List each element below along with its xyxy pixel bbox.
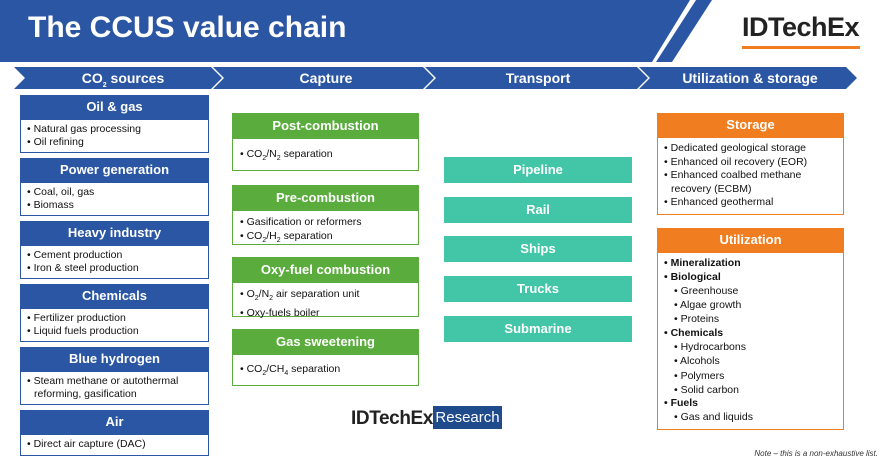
stage-utilization-storage: Utilization & storage — [682, 70, 818, 86]
list-item: • Algae growth — [674, 299, 742, 312]
source-blue-hydrogen: Blue hydrogen • Steam methane or autothe… — [20, 347, 209, 405]
list-item: • Mineralization — [664, 257, 741, 269]
source-chemicals: Chemicals • Fertilizer production • Liqu… — [20, 284, 209, 342]
list-item: • CO2/H2 separation — [240, 230, 333, 245]
list-item: reforming, gasification — [34, 388, 137, 400]
source-title: Power generation — [20, 158, 209, 182]
idtechex-research-logo: IDTechEx — [351, 408, 433, 429]
list-item: • Liquid fuels production — [27, 325, 139, 337]
capture-pre-combustion: Pre-combustion • Gasification or reforme… — [232, 185, 419, 245]
capture-title: Post-combustion — [232, 113, 419, 138]
list-item: recovery (ECBM) — [671, 182, 752, 195]
list-item: • Enhanced oil recovery (EOR) — [664, 155, 808, 168]
capture-title: Pre-combustion — [232, 185, 419, 210]
list-item: • Dedicated geological storage — [664, 142, 807, 154]
capture-title: Oxy-fuel combustion — [232, 257, 419, 282]
storage-items: • Dedicated geological storage • Enhance… — [657, 137, 844, 215]
list-item: • Biomass — [27, 199, 74, 211]
source-title: Chemicals — [20, 284, 209, 308]
stage-sources-co: CO — [81, 70, 103, 86]
transport-pipeline: Pipeline — [444, 157, 632, 183]
list-item: • Oxy-fuels boiler — [240, 307, 320, 320]
list-item: • CO2/N2 separation — [240, 148, 333, 163]
source-oil-gas: Oil & gas • Natural gas processing • Oil… — [20, 95, 209, 153]
source-title: Oil & gas — [20, 95, 209, 119]
capture-items: • CO2/CH4 separation — [232, 354, 419, 386]
list-item: • Cement production — [27, 249, 123, 261]
source-power-generation: Power generation • Coal, oil, gas • Biom… — [20, 158, 209, 216]
list-item: • Greenhouse — [674, 285, 739, 297]
stage-chevron-bar — [14, 67, 857, 89]
list-item: • Iron & steel production — [27, 262, 139, 274]
logo-underline — [742, 46, 860, 49]
list-item: • O2/N2 air separation unit — [240, 288, 360, 303]
stage-capture: Capture — [299, 70, 353, 86]
list-item: • Coal, oil, gas — [27, 186, 95, 198]
list-item: • Direct air capture (DAC) — [27, 438, 146, 450]
research-tag: Research — [433, 406, 502, 429]
source-items: • Natural gas processing • Oil refining — [20, 119, 209, 153]
list-item: • Steam methane or autothermal — [27, 375, 179, 387]
capture-gas-sweetening: Gas sweetening • CO2/CH4 separation — [232, 329, 419, 386]
list-item: • CO2/CH4 separation — [240, 363, 341, 378]
page-title: The CCUS value chain — [28, 11, 347, 44]
source-title: Air — [20, 410, 209, 434]
source-items: • Cement production • Iron & steel produ… — [20, 245, 209, 279]
banner-shape — [0, 0, 712, 62]
list-item: • Enhanced coalbed methane — [664, 169, 802, 181]
transport-submarine: Submarine — [444, 316, 632, 342]
source-title: Blue hydrogen — [20, 347, 209, 371]
utilization-box: Utilization • Mineralization • Biologica… — [657, 228, 844, 430]
stage-transport: Transport — [505, 70, 571, 86]
storage-title: Storage — [657, 113, 844, 137]
transport-trucks: Trucks — [444, 276, 632, 302]
title-banner — [0, 0, 886, 62]
list-item: • Fertilizer production — [27, 312, 126, 324]
list-item: • Proteins — [674, 313, 720, 326]
list-item: • Chemicals — [664, 326, 724, 339]
capture-items: • CO2/N2 separation — [232, 138, 419, 171]
stage-co2-sources: CO2 sources — [28, 70, 218, 89]
list-item: • Hydrocarbons — [674, 341, 746, 354]
source-items: • Steam methane or autothermal reforming… — [20, 371, 209, 405]
list-item: • Natural gas processing — [27, 123, 141, 135]
list-item: • Gas and liquids — [674, 411, 753, 424]
source-air: Air • Direct air capture (DAC) — [20, 410, 209, 456]
stage-sources-sub: 2 — [102, 81, 107, 89]
source-items: • Coal, oil, gas • Biomass — [20, 182, 209, 216]
utilization-title: Utilization — [657, 228, 844, 252]
source-items: • Fertilizer production • Liquid fuels p… — [20, 308, 209, 342]
storage-box: Storage • Dedicated geological storage •… — [657, 113, 844, 215]
list-item: • Gasification or reformers — [240, 216, 362, 228]
stage-sources-text: sources — [106, 70, 165, 86]
idtechex-logo: IDTechEx — [742, 12, 860, 42]
transport-rail: Rail — [444, 197, 632, 223]
list-item: • Polymers — [674, 369, 725, 382]
utilization-items: • Mineralization • Biological • Greenhou… — [657, 252, 844, 430]
source-heavy-industry: Heavy industry • Cement production • Iro… — [20, 221, 209, 279]
capture-items: • O2/N2 air separation unit • Oxy-fuels … — [232, 282, 419, 320]
capture-items: • Gasification or reformers • CO2/H2 sep… — [232, 210, 419, 245]
list-item: • Biological — [664, 270, 721, 283]
capture-oxy-fuel-combustion: Oxy-fuel combustion • O2/N2 air separati… — [232, 257, 419, 320]
list-item: • Oil refining — [27, 136, 84, 148]
footnote: Note – this is a non-exhaustive list. — [754, 449, 878, 458]
list-item: • Solid carbon — [674, 383, 739, 396]
capture-title: Gas sweetening — [232, 329, 419, 354]
source-title: Heavy industry — [20, 221, 209, 245]
list-item: • Enhanced geothermal — [664, 196, 774, 208]
list-item: • Fuels — [664, 396, 699, 409]
source-items: • Direct air capture (DAC) — [20, 434, 209, 456]
list-item: • Alcohols — [674, 355, 720, 368]
transport-ships: Ships — [444, 236, 632, 262]
capture-post-combustion: Post-combustion • CO2/N2 separation — [232, 113, 419, 171]
